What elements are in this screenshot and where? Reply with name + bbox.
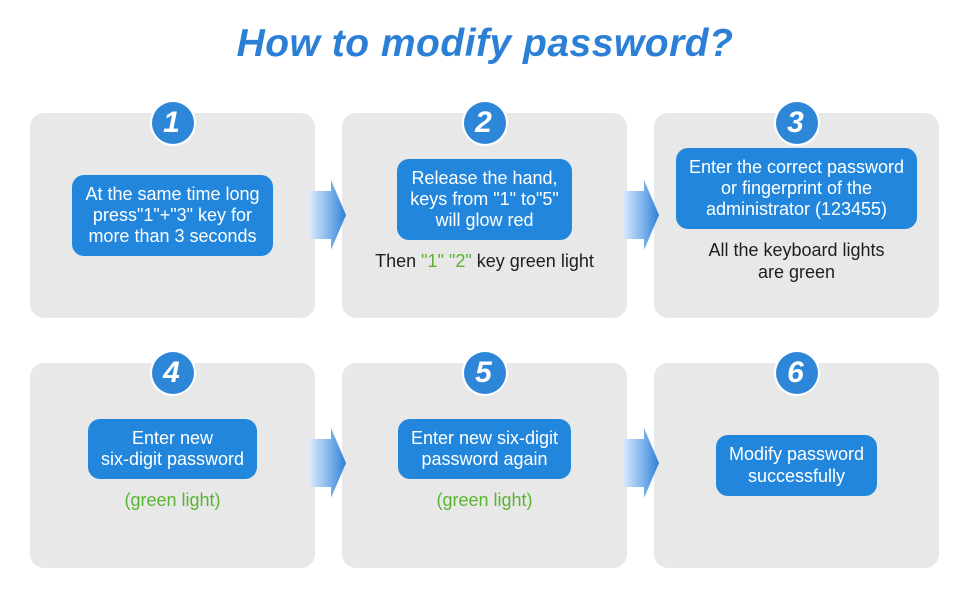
step-number: 6 — [787, 356, 804, 389]
step-card-6: 6 Modify password successfully — [654, 352, 939, 568]
step-instruction-box: At the same time long press"1"+"3" key f… — [72, 174, 273, 257]
step-note: Then "1" "2" key green light — [375, 251, 594, 272]
arrow-right-icon — [623, 428, 659, 498]
step-instruction-box: Modify password successfully — [715, 435, 878, 496]
step-instruction-box: Enter the correct password or fingerprin… — [675, 148, 918, 230]
step-card-5: 5 Enter new six-digit password again (gr… — [342, 352, 627, 568]
arrow-right-icon — [623, 180, 659, 250]
note-green-text: (green light) — [436, 490, 533, 511]
step-instruction-box: Enter new six-digit password again — [397, 419, 572, 480]
steps-row-bottom: 4 Enter new six-digit password (green li… — [30, 352, 939, 568]
step-number: 4 — [163, 356, 180, 389]
note-text: key green light — [471, 250, 594, 271]
step-instruction-box: Enter new six-digit password — [87, 419, 258, 480]
step-note: All the keyboard lights are green — [708, 240, 884, 282]
step-card-4: 4 Enter new six-digit password (green li… — [30, 352, 315, 568]
page-title: How to modify password? — [236, 22, 734, 65]
step-note: (green light) — [436, 490, 532, 511]
arrow-right-icon — [310, 180, 346, 250]
step-number: 2 — [475, 106, 492, 139]
step-card-1: 1 At the same time long press"1"+"3" key… — [30, 102, 315, 318]
steps-row-top: 1 At the same time long press"1"+"3" key… — [30, 102, 939, 318]
arrow-right-icon — [310, 428, 346, 498]
step-number: 3 — [787, 106, 804, 139]
step-number-badge: 5 — [463, 352, 506, 394]
note-text: All the keyboard lights are green — [708, 240, 885, 282]
note-text: Then — [375, 250, 422, 271]
step-number-badge: 4 — [151, 352, 194, 394]
note-green-text: "1" "2" — [421, 250, 472, 271]
step-number: 5 — [475, 356, 492, 389]
step-card-3: 3 Enter the correct password or fingerpr… — [654, 102, 939, 318]
step-number: 1 — [163, 106, 180, 139]
step-number-badge: 2 — [463, 102, 506, 144]
step-number-badge: 1 — [151, 102, 194, 144]
step-instruction-box: Release the hand, keys from "1" to"5" wi… — [397, 158, 572, 240]
step-note: (green light) — [124, 490, 220, 511]
note-green-text: (green light) — [124, 490, 221, 511]
step-number-badge: 3 — [775, 102, 818, 144]
step-card-2: 2 Release the hand, keys from "1" to"5" … — [342, 102, 627, 318]
step-number-badge: 6 — [775, 352, 818, 394]
